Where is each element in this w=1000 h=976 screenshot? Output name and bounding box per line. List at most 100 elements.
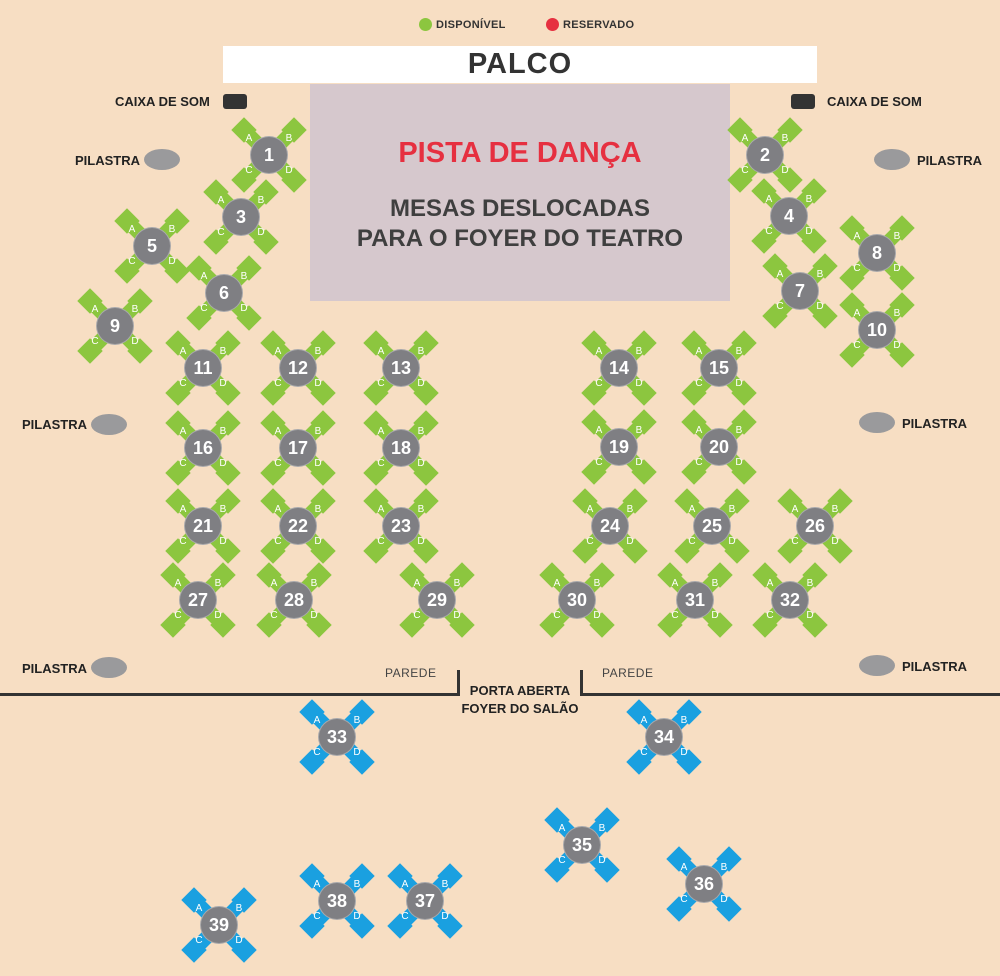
seat-label: B xyxy=(417,426,425,437)
seat-label: C xyxy=(595,378,603,389)
seat-label: B xyxy=(314,426,322,437)
speaker-label-left: CAIXA DE SOM xyxy=(115,94,210,109)
seat-label: D xyxy=(240,303,248,314)
table-number: 23 xyxy=(382,507,420,545)
table-number: 33 xyxy=(318,718,356,756)
table-number: 34 xyxy=(645,718,683,756)
seat-label: B xyxy=(214,578,222,589)
seat-label: B xyxy=(805,194,813,205)
seat-label: A xyxy=(853,308,861,319)
seat-label: B xyxy=(314,504,322,515)
seat-label: B xyxy=(219,426,227,437)
table-number: 32 xyxy=(771,581,809,619)
table-number: 26 xyxy=(796,507,834,545)
seat-label: B xyxy=(816,269,824,280)
seat-label: A xyxy=(174,578,182,589)
table-number: 36 xyxy=(685,865,723,903)
seat-label: D xyxy=(219,458,227,469)
table-number: 29 xyxy=(418,581,456,619)
seat-label: A xyxy=(853,231,861,242)
seat-label: A xyxy=(128,224,136,235)
pillar-label: PILASTRA xyxy=(75,153,140,168)
seat-label: B xyxy=(593,578,601,589)
seat-label: D xyxy=(598,855,606,866)
door-label: PORTA ABERTA FOYER DO SALÃO xyxy=(461,683,579,716)
seat-label: D xyxy=(805,226,813,237)
seat-label: C xyxy=(413,610,421,621)
seat-label: B xyxy=(893,231,901,242)
seat-label: B xyxy=(310,578,318,589)
seat-label: C xyxy=(179,536,187,547)
seat-label: A xyxy=(91,304,99,315)
pillar-label: PILASTRA xyxy=(902,659,967,674)
seat-label: B xyxy=(626,504,634,515)
table-number: 25 xyxy=(693,507,731,545)
seat-label: B xyxy=(680,715,688,726)
seat-label: A xyxy=(776,269,784,280)
pillar-label: PILASTRA xyxy=(902,416,967,431)
seat-label: A xyxy=(680,862,688,873)
seat-label: B xyxy=(598,823,606,834)
seat-label: A xyxy=(274,346,282,357)
seat-label: A xyxy=(377,504,385,515)
wall-right-edge xyxy=(580,670,583,696)
seat-label: B xyxy=(353,879,361,890)
seat-label: A xyxy=(313,879,321,890)
seat-label: C xyxy=(853,340,861,351)
seat-label: D xyxy=(131,336,139,347)
seat-label: A xyxy=(200,271,208,282)
seat-label: D xyxy=(720,894,728,905)
seat-label: D xyxy=(735,378,743,389)
table-number: 8 xyxy=(858,234,896,272)
seat-label: C xyxy=(595,457,603,468)
seat-label: C xyxy=(274,458,282,469)
seat-label: B xyxy=(285,133,293,144)
seat-label: C xyxy=(791,536,799,547)
stage: PALCO xyxy=(223,46,817,83)
table-number: 21 xyxy=(184,507,222,545)
seat-label: D xyxy=(235,935,243,946)
table-number: 2 xyxy=(746,136,784,174)
seat-label: A xyxy=(270,578,278,589)
table-number: 20 xyxy=(700,428,738,466)
